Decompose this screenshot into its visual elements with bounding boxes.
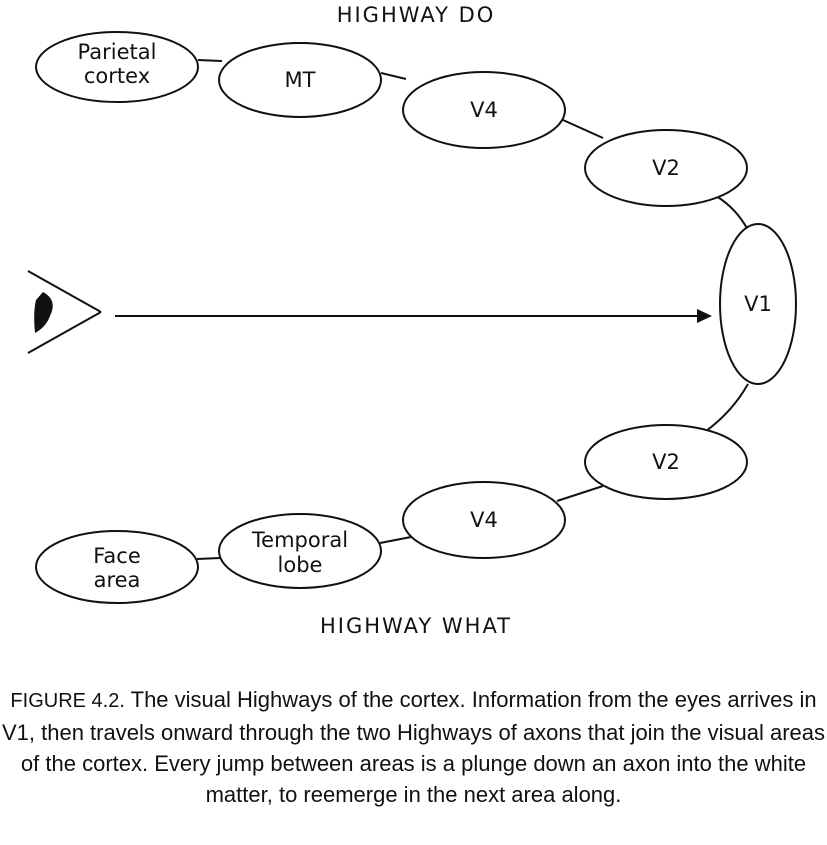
link-mt-v4 <box>380 72 407 80</box>
mt-label: MT <box>285 68 316 92</box>
v2-top-label: V2 <box>652 156 680 180</box>
visual-highways-diagram: Parietal cortex MT V4 V2 V1 V2 V4 Tempor… <box>27 3 797 638</box>
node-v2-bottom: V2 <box>584 424 748 500</box>
node-face-area: Face area <box>35 530 199 604</box>
eye-icon <box>27 270 102 354</box>
highway-what-connections <box>196 383 749 560</box>
parietal-cortex-label-line1: Parietal <box>78 40 157 64</box>
link-v4-v2 <box>562 119 604 139</box>
node-v4-bottom: V4 <box>402 481 566 559</box>
node-v4-top: V4 <box>402 71 566 149</box>
eye-to-v1-arrow <box>115 309 712 323</box>
highway-do-title: HIGHWAY DO <box>337 3 496 27</box>
temporal-lobe-label-line2: lobe <box>278 553 323 577</box>
temporal-lobe-label-line1: Temporal <box>251 528 348 552</box>
v1-label: V1 <box>744 292 772 316</box>
v4-bottom-label: V4 <box>470 508 498 532</box>
figure-caption: FIGURE 4.2. The visual Highways of the c… <box>0 684 827 810</box>
link-temporal-face <box>196 557 221 560</box>
link-v2-v1-top <box>715 195 749 231</box>
link-v1-v2-bottom <box>705 383 749 432</box>
caption-text: The visual Highways of the cortex. Infor… <box>1 687 826 807</box>
figure-number: FIGURE 4.2. <box>10 690 125 712</box>
link-v4-temporal <box>379 536 412 544</box>
node-v2-top: V2 <box>584 129 748 207</box>
highway-do-connections <box>197 59 749 231</box>
parietal-cortex-label-line2: cortex <box>84 64 150 88</box>
link-parietal-mt <box>197 59 223 62</box>
v4-top-label: V4 <box>470 98 498 122</box>
face-area-label-line1: Face <box>93 544 141 568</box>
node-parietal-cortex: Parietal cortex <box>35 31 199 103</box>
highway-what-title: HIGHWAY WHAT <box>320 614 512 638</box>
node-v1: V1 <box>719 223 797 385</box>
face-area-label-line2: area <box>94 568 141 592</box>
v2-bottom-label: V2 <box>652 450 680 474</box>
node-temporal-lobe: Temporal lobe <box>218 513 382 589</box>
link-v2-v4-bottom <box>556 485 604 502</box>
node-mt: MT <box>218 42 382 118</box>
